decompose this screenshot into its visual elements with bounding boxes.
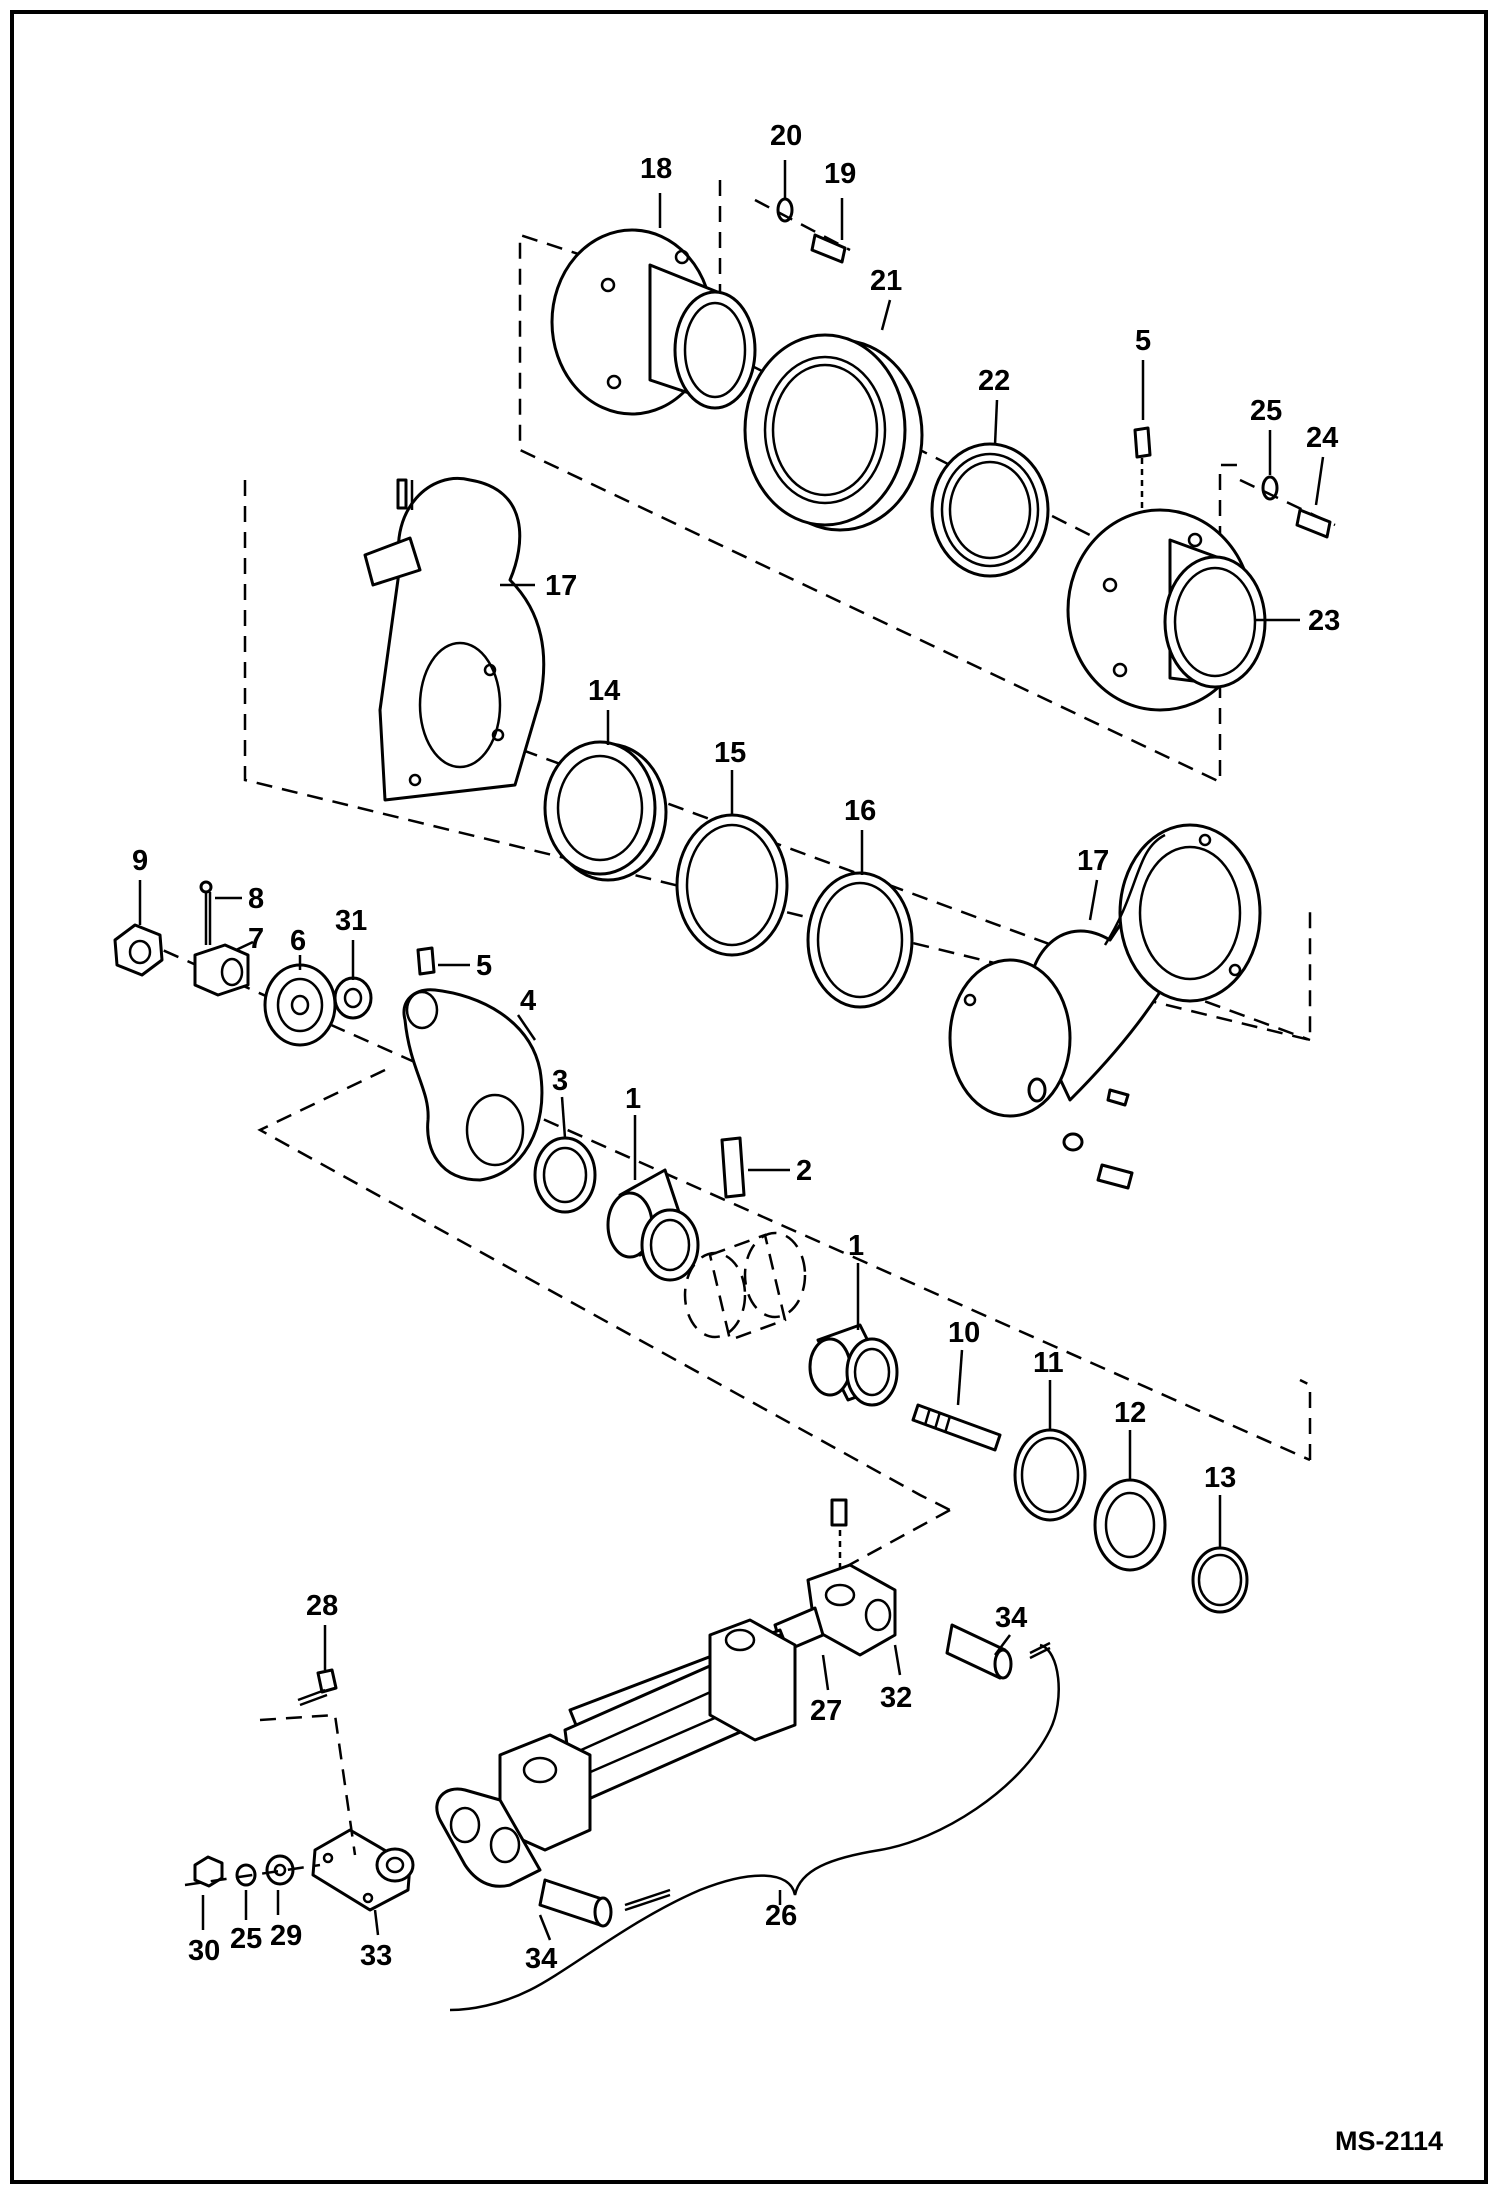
callout-30: 30 [188,1935,220,1967]
part-14-bearing [543,740,668,882]
part-32-clevis [806,1563,897,1657]
callout-22: 22 [978,365,1010,397]
part-5-grease-fitting [416,946,436,976]
diagram-frame: 20 19 18 21 22 5 25 24 23 17 14 15 16 17… [10,10,1488,2184]
part-15-ring [675,813,789,957]
part-3-ring [533,1136,597,1214]
callout-1: 1 [625,1083,641,1115]
callout-21: 21 [870,265,902,297]
middle-assembly [243,477,1312,1190]
callout-26: 26 [765,1900,797,1932]
callout-8: 8 [248,883,264,915]
part-2-grease-fitting [720,1136,746,1199]
callout-16: 16 [844,795,876,827]
callout-2: 2 [796,1155,812,1187]
callout-23: 23 [1308,605,1340,637]
callout-14: 14 [588,675,620,707]
callout-13: 13 [1204,1462,1236,1494]
callout-20: 20 [770,120,802,152]
part-18-flange [550,228,757,416]
callout-33: 33 [360,1940,392,1972]
part-26-group-brace [449,1643,1060,2012]
callout-18: 18 [640,153,672,185]
part-4-lever [402,988,544,1182]
callout-25: 25 [230,1923,262,1955]
pin-sleeve [683,1231,807,1342]
part-9-nut [113,923,164,977]
part-19-bolt [810,233,847,264]
part-17-elbow-housing [948,823,1262,1190]
leader-lines [138,160,1325,1941]
callout-19: 19 [824,158,856,190]
callout-5: 5 [476,950,492,982]
callout-34-upper: 34 [995,1602,1027,1634]
callout-9: 9 [132,845,148,877]
cylinder-barrel [498,1618,797,1852]
part-1-bushing [606,1168,700,1282]
part-1-bushing-second [808,1323,899,1407]
callout-24: 24 [1306,422,1338,454]
part-22-seal [930,442,1050,578]
callout-17-arm: 17 [545,570,577,602]
part-5-grease-fitting-top [1133,426,1152,459]
callout-5-top: 5 [1135,325,1151,357]
callout-6: 6 [290,925,306,957]
callout-29: 29 [270,1920,302,1952]
callout-34-lower: 34 [525,1943,557,1975]
part-13-ring [1191,1546,1249,1614]
callout-28: 28 [306,1590,338,1622]
part-6-washer [263,963,337,1047]
cylinder-assembly [184,1498,1060,2012]
callout-4: 4 [520,985,536,1017]
part-34-pin-lower [538,1878,671,1928]
part-16-ring [806,871,914,1009]
exploded-parts-diagram: 20 19 18 21 22 5 25 24 23 17 14 15 16 17… [10,10,1488,2184]
callout-7: 7 [248,923,264,955]
part-28-bolt [297,1668,338,1707]
callout-11: 11 [1033,1347,1064,1379]
cylinder-rear-clevis [435,1787,542,1888]
callout-31: 31 [335,905,367,937]
callout-15: 15 [714,737,746,769]
part-34-pin-upper [945,1623,1051,1680]
part-30-nut [193,1855,224,1888]
part-23-housing [1066,508,1267,712]
top-assembly [518,180,1336,784]
part-8-cotter-pin [199,880,213,945]
border [10,10,1488,2184]
part-21-ring [743,333,924,532]
part-17-pivot-arm [363,477,546,802]
callout-10: 10 [948,1317,980,1349]
callout-labels: 20 19 18 21 22 5 25 24 23 17 14 15 16 17… [132,120,1443,2156]
callout-12: 12 [1114,1397,1146,1429]
middle-group-bracket [243,480,1312,1042]
part-31-washer [333,976,373,1020]
callout-3: 3 [552,1065,568,1097]
part-10-pin [911,1403,1002,1452]
part-12-seal [1093,1478,1167,1572]
callout-1-second: 1 [848,1230,864,1262]
part-11-ring [1013,1428,1087,1522]
callout-25-top: 25 [1250,395,1282,427]
drawing-code: MS-2114 [1335,2126,1443,2156]
lower-group-bracket [257,1068,951,1512]
callout-32: 32 [880,1682,912,1714]
callout-17-elbow: 17 [1077,845,1109,877]
part-33-mount-plate [311,1828,415,1912]
callout-27: 27 [810,1695,842,1727]
